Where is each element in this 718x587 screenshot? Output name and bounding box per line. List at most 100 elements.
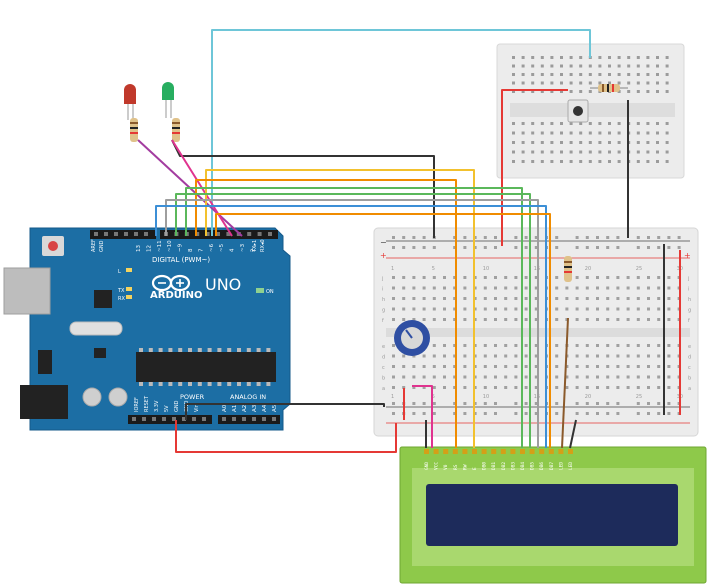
hole [494, 276, 497, 279]
hole [463, 286, 467, 290]
rail-hole [422, 412, 426, 415]
hole [626, 365, 630, 368]
header-hole [257, 232, 262, 236]
hole [598, 141, 602, 144]
rail-hole [473, 246, 477, 249]
hole [540, 160, 544, 163]
hole [596, 354, 599, 358]
hole [608, 131, 611, 135]
hole [443, 318, 446, 321]
hole [646, 64, 650, 68]
hole [531, 73, 535, 76]
rail-hole [616, 402, 620, 405]
hole [453, 354, 457, 358]
lcd-pin-label: RS [453, 464, 459, 470]
on-led [256, 288, 264, 293]
hole [514, 375, 518, 379]
lcd-pin-label: LED [568, 462, 574, 470]
hole [463, 365, 467, 368]
rail-hole [647, 402, 650, 405]
wire-red-5v [175, 420, 397, 453]
hole [647, 297, 650, 300]
hole [512, 160, 515, 163]
hole [412, 318, 416, 321]
hole [550, 122, 554, 125]
hole [665, 150, 669, 154]
hole [569, 56, 573, 59]
hole [432, 354, 436, 358]
potentiometer[interactable] [394, 320, 430, 356]
hole [636, 141, 640, 144]
hole [575, 386, 579, 389]
rail-hole [483, 236, 487, 239]
ic-pin [207, 348, 212, 352]
rail-hole [422, 246, 426, 249]
hole [588, 131, 592, 135]
hole [443, 354, 446, 358]
hole [656, 141, 659, 144]
hole [626, 386, 630, 389]
rail-hole [667, 236, 671, 239]
hole [579, 81, 583, 85]
ic-pin [168, 382, 173, 386]
hole [608, 73, 611, 76]
hole [453, 276, 457, 279]
column-label: 20 [585, 266, 591, 272]
rail-hole [463, 412, 467, 415]
analog-pin-label: A2 [242, 405, 248, 412]
rail-hole [575, 412, 579, 415]
hole [432, 276, 436, 279]
hole [657, 365, 661, 368]
hole [504, 375, 508, 379]
column-label: 5 [432, 394, 435, 400]
hole [531, 131, 535, 135]
hole [596, 286, 599, 290]
hole [550, 73, 554, 76]
rail-hole [596, 236, 599, 239]
lcd-pin [539, 449, 545, 454]
hole [521, 150, 525, 154]
hole [463, 318, 467, 321]
rx-led [126, 295, 132, 299]
hole [422, 297, 426, 300]
rail-hole [483, 412, 487, 415]
hole [514, 286, 518, 290]
hole [402, 276, 406, 279]
hole [560, 131, 563, 135]
hole [402, 365, 406, 368]
hole [636, 276, 640, 279]
resistor-lcd [564, 256, 572, 282]
hole [636, 318, 640, 321]
hole [616, 286, 620, 290]
hole [579, 160, 583, 163]
hole [463, 375, 467, 379]
power-pin-label: 5V [164, 405, 170, 412]
rail-hole [473, 402, 477, 405]
hole [616, 276, 620, 279]
hole [560, 150, 563, 154]
analog-pin-label: A0 [222, 404, 228, 412]
rail-hole [392, 236, 395, 239]
power-jack [20, 385, 68, 419]
rail-hole [494, 412, 497, 415]
hole [626, 354, 630, 358]
hole [585, 297, 589, 300]
hole [560, 122, 563, 125]
hole [636, 375, 640, 379]
hole [540, 81, 544, 85]
hole [512, 150, 515, 154]
hole [494, 354, 497, 358]
hole [596, 307, 599, 311]
hole [483, 354, 487, 358]
hole [579, 90, 583, 93]
hole [585, 375, 589, 379]
hole [540, 131, 544, 135]
hole [569, 81, 573, 85]
hole [646, 73, 650, 76]
lcd-pin-label: RW [462, 464, 468, 470]
hole [534, 386, 538, 389]
hole [606, 307, 610, 311]
hole [422, 276, 426, 279]
